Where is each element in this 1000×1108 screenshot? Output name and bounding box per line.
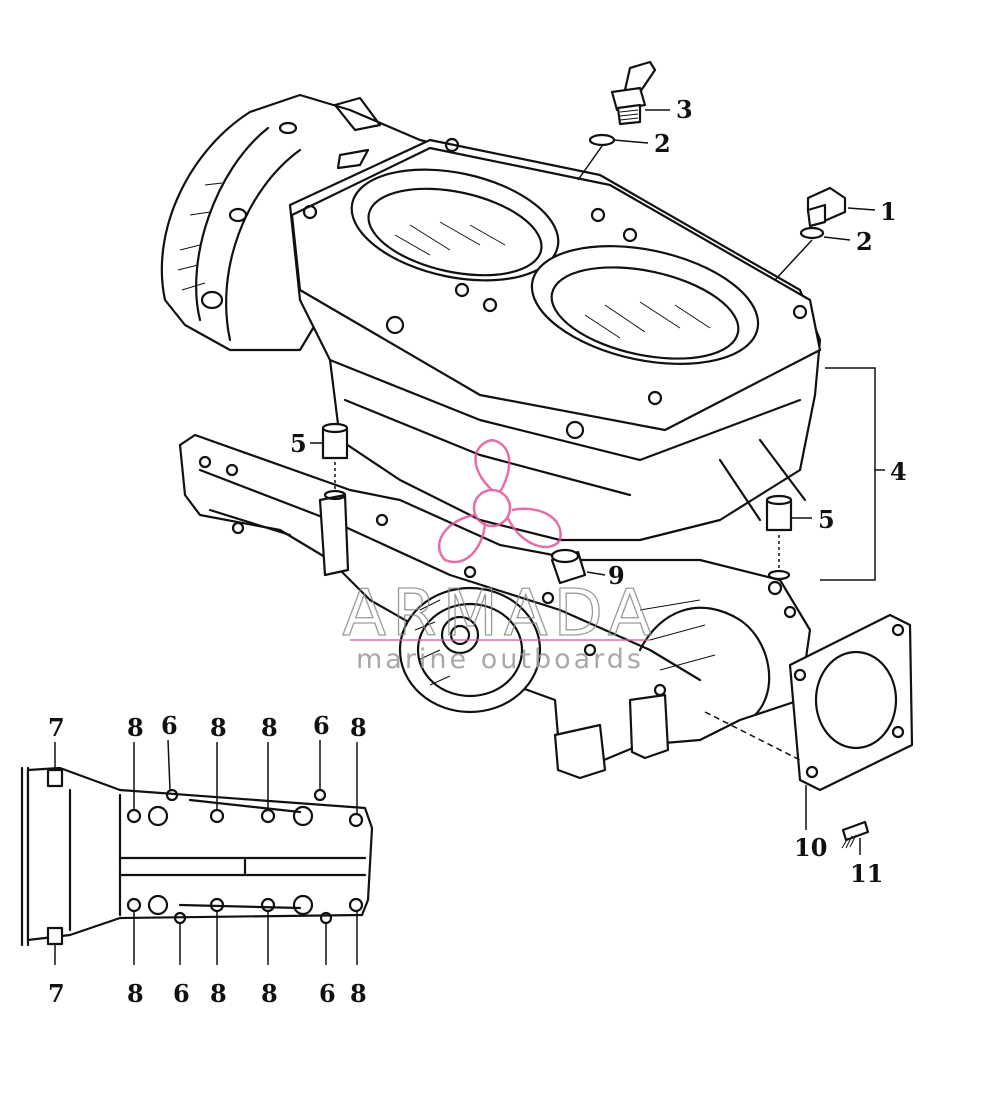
inset-label-top-6: 6 (313, 711, 330, 740)
crank-journal (398, 586, 542, 714)
callout-9: 9 (608, 561, 625, 590)
callout-3: 3 (676, 95, 693, 124)
callout-1: 1 (880, 197, 897, 226)
callout-4: 4 (890, 457, 907, 486)
inset-label-bottom-7: 8 (350, 979, 367, 1008)
inset-bolt-plan (20, 739, 374, 965)
inset-label-bottom-3: 6 (173, 979, 190, 1008)
part-10-cover-plate (704, 613, 914, 792)
inset-label-top-2: 8 (127, 713, 144, 742)
armada-watermark: ARMADA marine outboards (342, 438, 657, 675)
leader-lines (310, 109, 885, 855)
part-1-bolt (806, 186, 847, 228)
cylinder-bore-1 (350, 168, 560, 282)
inset-label-top-4: 8 (210, 713, 227, 742)
inset-label-bottom-2: 8 (127, 979, 144, 1008)
part-11-screw (841, 820, 870, 849)
part-5-dowel-right (765, 494, 793, 581)
callout-2-right: 2 (856, 227, 873, 256)
crankcase-bolt-bosses (198, 455, 797, 697)
callout-11: 11 (850, 859, 883, 888)
deck-bolt-holes (302, 137, 808, 440)
part-9-bushing (550, 548, 587, 585)
callout-5-right: 5 (818, 505, 835, 534)
propeller-logo-icon (438, 438, 562, 564)
inset-label-top-3: 6 (161, 711, 178, 740)
inset-label-top-7: 8 (350, 713, 367, 742)
callout-10: 10 (794, 833, 827, 862)
cylinder-bore-2 (530, 245, 760, 365)
watermark-tagline: marine outboards (356, 644, 644, 675)
crankcase-assembly (160, 93, 822, 780)
part-2-washer-right (799, 226, 825, 240)
inset-label-bottom-1: 7 (48, 979, 65, 1008)
inset-label-bottom-4: 8 (210, 979, 227, 1008)
inset-label-top-1: 7 (48, 713, 65, 742)
inset-label-bottom-5: 8 (261, 979, 278, 1008)
part-2-washer-top (588, 133, 616, 147)
callout-5-left: 5 (290, 429, 307, 458)
watermark-brand: ARMADA (342, 577, 657, 651)
callout-2-top: 2 (654, 129, 671, 158)
inset-label-bottom-6: 6 (319, 979, 336, 1008)
part-5-dowel-left (321, 422, 349, 501)
inset-label-top-5: 8 (261, 713, 278, 742)
part-3-sensor (610, 60, 657, 126)
